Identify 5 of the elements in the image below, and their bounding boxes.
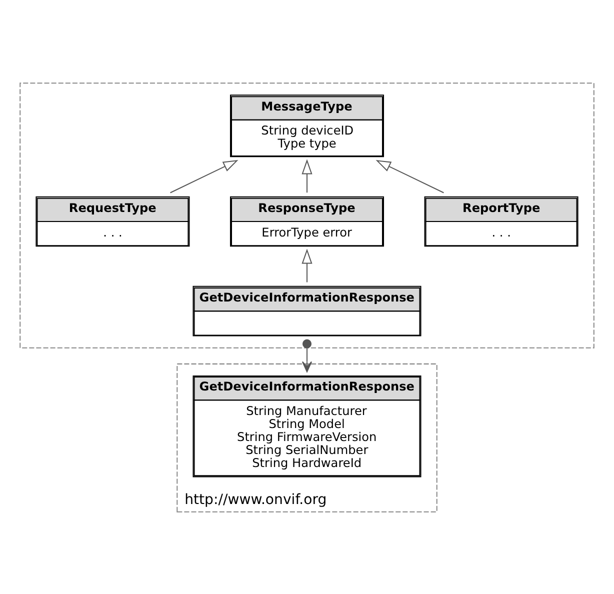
arrow (170, 160, 238, 193)
arrow (302, 248, 312, 282)
arrow (376, 160, 444, 193)
arrow (302, 158, 312, 192)
arrow (302, 338, 312, 372)
